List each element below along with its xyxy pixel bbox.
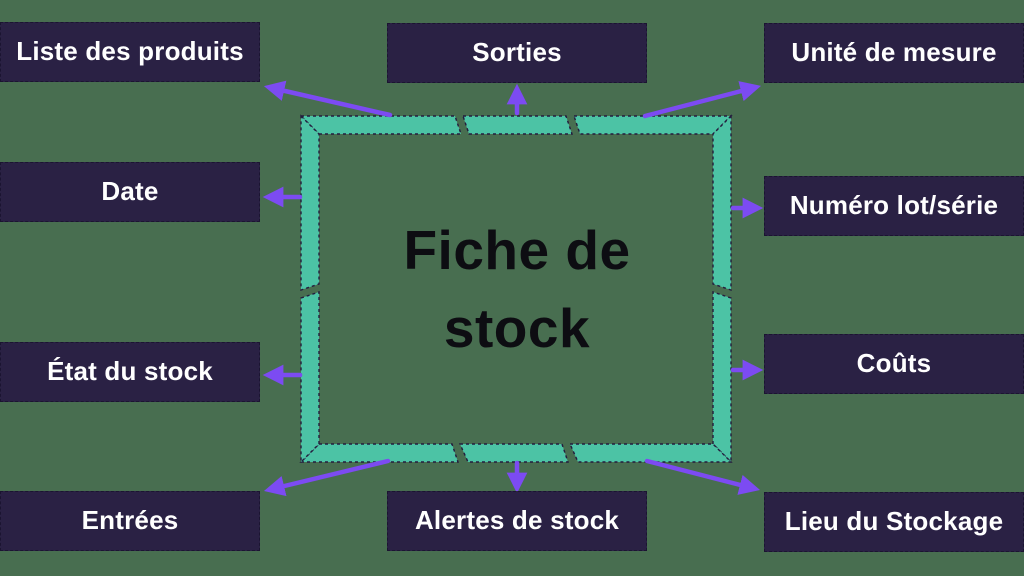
center-title: Fiche de stock <box>403 218 631 359</box>
arrow-to-lieu-du-stockage <box>644 458 761 495</box>
node-unite-de-mesure: Unité de mesure <box>764 23 1024 83</box>
node-label: Lieu du Stockage <box>784 506 1004 537</box>
node-label: Liste des produits <box>16 36 244 67</box>
node-label: Unité de mesure <box>791 37 997 68</box>
node-label: Numéro lot/série <box>789 190 999 221</box>
arrows <box>262 80 764 497</box>
node-alertes-de-stock: Alertes de stock <box>387 491 647 551</box>
node-label: Coûts <box>856 348 932 379</box>
node-label: État du stock <box>47 356 213 387</box>
frame-segment-top-right <box>573 115 733 135</box>
node-etat-du-stock: État du stock <box>0 342 260 402</box>
arrow-to-liste-des-produits <box>263 80 393 118</box>
arrow-to-unite-de-mesure <box>642 81 762 119</box>
node-label: Date <box>101 176 159 207</box>
arrow-to-entrees <box>263 458 391 497</box>
node-liste-des-produits: Liste des produits <box>0 22 260 82</box>
frame-segment-top-middle <box>462 115 573 135</box>
node-numero-lot-serie: Numéro lot/série <box>764 176 1024 236</box>
node-couts: Coûts <box>764 334 1024 394</box>
node-date: Date <box>0 162 260 222</box>
node-sorties: Sorties <box>387 23 647 83</box>
frame-segment-left-lower <box>300 291 320 464</box>
node-label: Alertes de stock <box>414 505 620 536</box>
frame-segment-left-upper <box>300 114 320 291</box>
center-frame <box>299 114 733 464</box>
frame-segment-bottom-middle <box>458 443 569 463</box>
node-label: Entrées <box>81 505 179 536</box>
frame-segment-top-left <box>299 115 462 135</box>
frame-segment-right-upper <box>712 114 732 291</box>
frame-segment-bottom-right <box>568 443 733 463</box>
frame-segment-bottom-left <box>299 443 459 463</box>
node-entrees: Entrées <box>0 491 260 551</box>
node-lieu-du-stockage: Lieu du Stockage <box>764 492 1024 552</box>
node-label: Sorties <box>472 37 562 68</box>
frame-segment-right-lower <box>712 291 732 464</box>
